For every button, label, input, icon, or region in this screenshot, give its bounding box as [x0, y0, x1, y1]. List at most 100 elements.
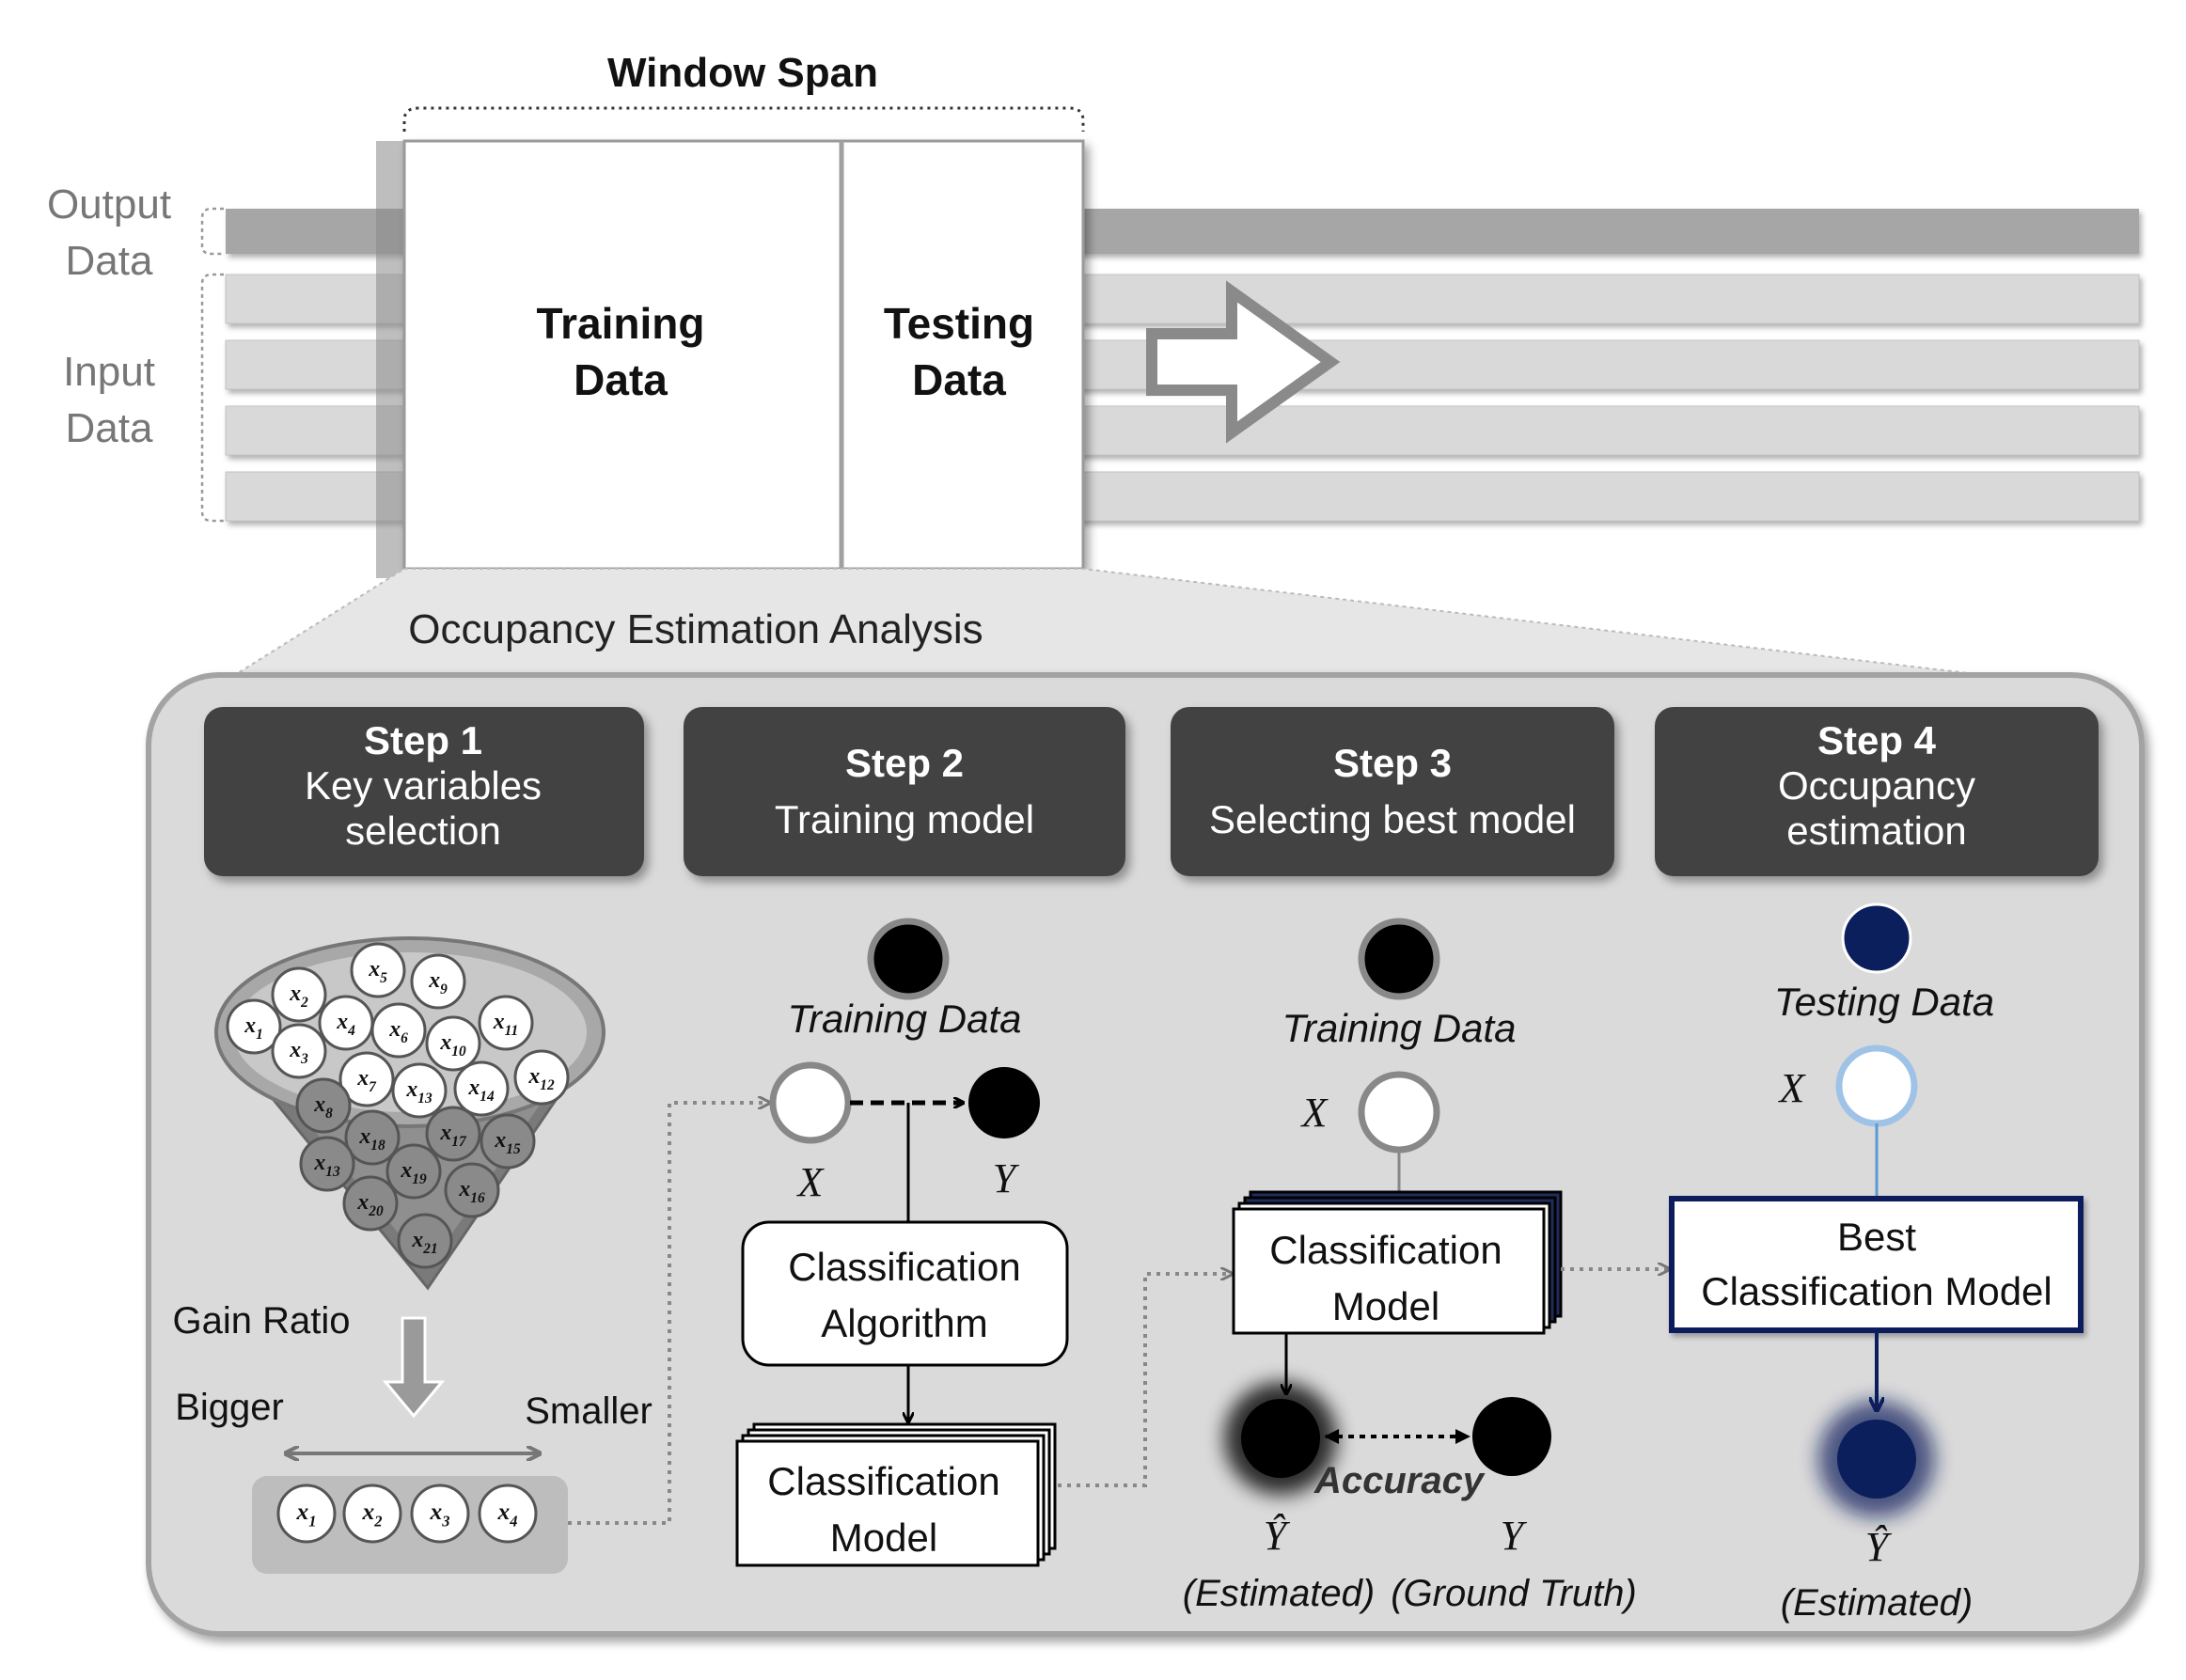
algorithm-label: Classification [788, 1245, 1020, 1289]
variable-label: x4 [497, 1498, 518, 1531]
variable-label: x9 [428, 968, 448, 997]
testing-data-label-line2: Data [912, 355, 1006, 404]
variable-node: x18 [344, 1109, 401, 1166]
variable-node: x16 [444, 1162, 500, 1218]
gain-ratio-label: Gain Ratio [173, 1300, 351, 1342]
output-bracket [200, 207, 224, 256]
variable-node: x10 [425, 1015, 481, 1072]
variable-label: x4 [336, 1010, 355, 1039]
step4-testing-data-label: Testing Data [1774, 980, 1994, 1024]
variable-label: x16 [458, 1177, 485, 1206]
input-bracket [200, 273, 224, 523]
analysis-title: Occupancy Estimation Analysis [408, 606, 983, 652]
variable-node: x15 [480, 1113, 536, 1170]
input-label: Input [63, 349, 155, 395]
variable-label: x21 [411, 1228, 437, 1257]
variable-label: x5 [368, 957, 387, 986]
step2-to-step3-connector [1058, 1274, 1232, 1487]
variable-node: x13 [299, 1136, 355, 1192]
classification-algorithm-box [741, 1220, 1069, 1367]
step2-title: Step 2 [845, 741, 964, 785]
variable-node: x2 [342, 1484, 402, 1544]
smaller-label: Smaller [525, 1390, 653, 1432]
output-label: Output [47, 181, 171, 228]
step2-desc: Training model [775, 797, 1034, 841]
estimated-label: (Estimated) [1183, 1573, 1376, 1614]
variable-label: x13 [405, 1077, 432, 1107]
variable-label: x20 [356, 1190, 384, 1219]
testing-data-label: Testing [884, 299, 1034, 348]
step1-to-step2-connector [568, 1103, 769, 1525]
step2-training-data-label: Training Data [787, 997, 1021, 1041]
step2-model-label: Classification [767, 1459, 999, 1503]
accuracy-label: Accuracy [1313, 1460, 1486, 1501]
variable-label: x3 [289, 1038, 308, 1067]
variable-node: x3 [271, 1023, 327, 1079]
step2-x-label: X [796, 1159, 826, 1205]
training-data-label: Training [537, 299, 705, 348]
variable-node: x1 [276, 1484, 337, 1544]
step3-y-label: Y [1501, 1513, 1528, 1559]
variable-node: x17 [425, 1106, 481, 1162]
variable-label: x3 [430, 1498, 450, 1531]
training-data-node [867, 918, 950, 1000]
variable-label: x14 [467, 1076, 495, 1105]
window-span-label: Window Span [607, 50, 878, 96]
best-model-label: Best [1837, 1215, 1916, 1259]
best-model-box [1669, 1196, 2084, 1333]
step1-desc-line2: selection [345, 809, 501, 853]
variable-label: x11 [493, 1010, 518, 1039]
step1-title: Step 1 [364, 718, 482, 762]
variable-node: x11 [478, 995, 534, 1051]
x-node [769, 1061, 852, 1144]
step1-header [204, 707, 644, 876]
variable-label: x15 [494, 1128, 521, 1157]
step4-title: Step 4 [1817, 718, 1937, 762]
step4-estimated-label: (Estimated) [1781, 1582, 1974, 1624]
variable-node: x7 [338, 1051, 395, 1107]
y-truth-node [1472, 1397, 1551, 1476]
output-label-line2: Data [66, 238, 153, 284]
variable-node: x14 [453, 1060, 510, 1117]
step1-desc: Key variables [305, 763, 542, 808]
variable-node: x2 [271, 966, 327, 1023]
variable-label: x13 [313, 1151, 340, 1180]
variable-label: x2 [362, 1498, 383, 1531]
variable-label: x1 [244, 1013, 263, 1043]
step4-desc: Occupancy [1778, 763, 1975, 808]
selected-variable-circles: x1 x2 x3 x4 [276, 1484, 538, 1544]
window-shadow-left [376, 141, 406, 578]
variable-label: x10 [439, 1030, 466, 1060]
step3-x-node [1358, 1071, 1440, 1154]
variable-node: x13 [391, 1062, 448, 1119]
variable-node: x6 [370, 1002, 427, 1059]
variable-label: x6 [388, 1017, 408, 1046]
window-span-bracket [402, 106, 1085, 132]
zoom-wedge [231, 568, 1985, 676]
analysis-panel [146, 672, 2145, 1637]
step3-x-label: X [1300, 1090, 1329, 1136]
variable-node: x3 [410, 1484, 470, 1544]
step2-y-label: Y [993, 1155, 1020, 1201]
variable-node: x5 [350, 942, 406, 998]
variable-label: x17 [439, 1121, 467, 1150]
algorithm-label-line2: Algorithm [821, 1301, 987, 1345]
variable-node: x19 [385, 1143, 442, 1200]
y-hat-node [1241, 1399, 1320, 1478]
step4-header [1655, 707, 2099, 876]
step4-desc-line2: estimation [1786, 809, 1966, 853]
variable-label: x2 [289, 981, 308, 1011]
step3-y-hat-label: Ŷ [1264, 1513, 1291, 1559]
variable-node: x9 [410, 953, 466, 1010]
step4-y-hat-label: Ŷ [1865, 1524, 1893, 1570]
variable-node: x4 [318, 995, 374, 1051]
step3-desc: Selecting best model [1209, 797, 1576, 841]
step3-model-stack [1232, 1190, 1563, 1335]
testing-data-node [1841, 903, 1912, 974]
training-data-label-line2: Data [574, 355, 668, 404]
ground-truth-label: (Ground Truth) [1391, 1573, 1637, 1614]
step3-header [1171, 707, 1614, 876]
step-headers [204, 707, 2099, 876]
step2-header [684, 707, 1125, 876]
